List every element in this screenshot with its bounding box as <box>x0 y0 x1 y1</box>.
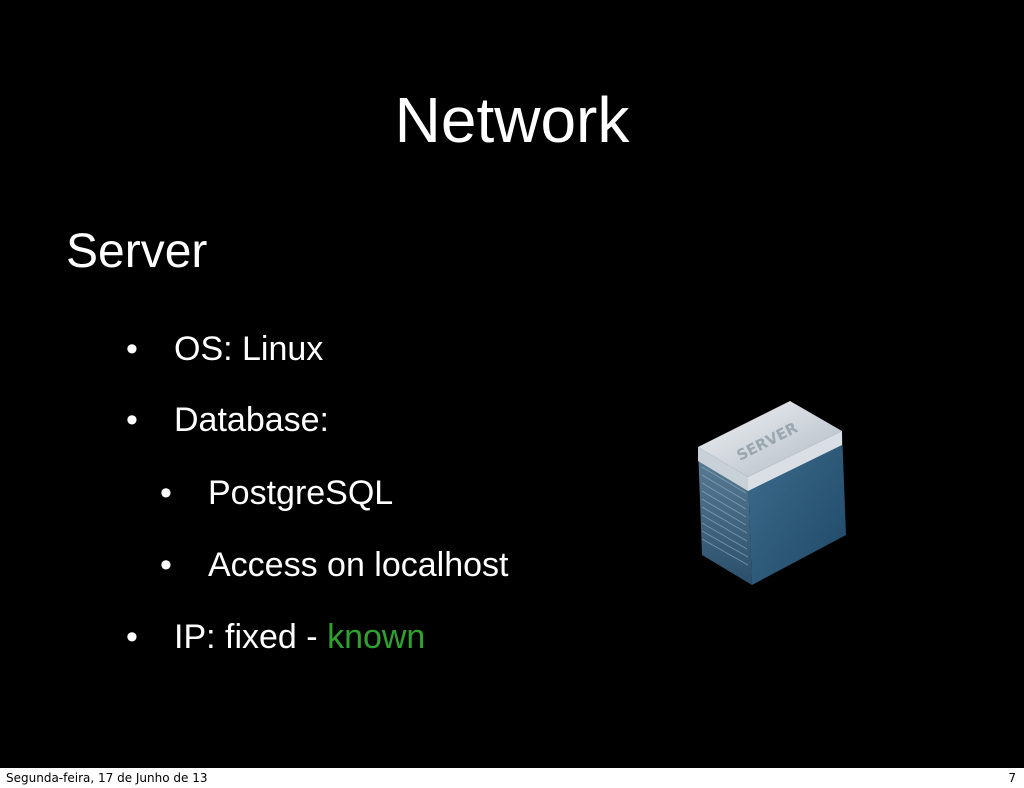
bullet-text: OS: Linux <box>174 330 324 368</box>
bullet-dot: • <box>160 474 172 512</box>
bullet-dot: • <box>126 401 138 439</box>
slide: Network Server •OS: Linux •Database: •Po… <box>0 0 1024 768</box>
sub-bullet-item: • Access on localhost <box>160 543 509 587</box>
bullet-text: PostgreSQL <box>208 474 394 512</box>
slide-subtitle: Server <box>66 225 208 278</box>
bullet-highlight: known <box>327 618 426 656</box>
footer: Segunda-feira, 17 de Junho de 13 7 <box>0 768 1024 788</box>
bullet-dot: • <box>160 546 172 584</box>
bullet-text: Database: <box>174 401 329 439</box>
bullet-dot: • <box>126 618 138 656</box>
bullet-text: Access on localhost <box>208 546 509 584</box>
footer-date: Segunda-feira, 17 de Junho de 13 <box>6 771 208 785</box>
slide-title: Network <box>394 84 630 156</box>
bullet-item: • Database: <box>126 398 329 442</box>
bullet-dot: • <box>126 330 138 368</box>
sub-bullet-item: • PostgreSQL <box>160 471 393 515</box>
bullet-item: • OS: Linux <box>126 327 323 371</box>
bullet-item: • IP: fixed - known <box>126 615 425 659</box>
bullet-text: IP: fixed - <box>174 618 328 656</box>
page-number: 7 <box>1008 771 1016 785</box>
server-icon: SERVER <box>698 401 846 585</box>
